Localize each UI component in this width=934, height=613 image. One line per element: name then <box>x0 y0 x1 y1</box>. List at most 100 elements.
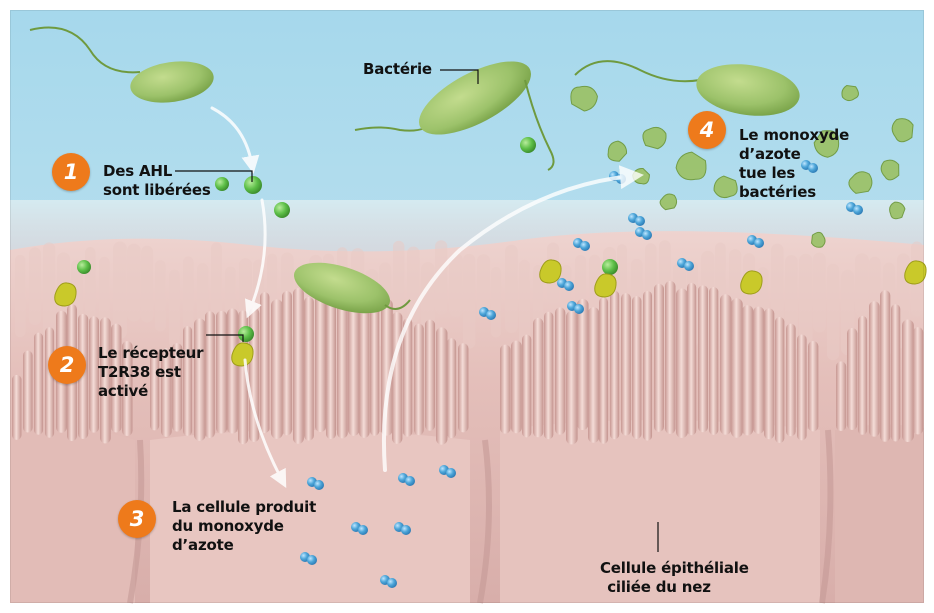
step-2-line-3: activé <box>98 382 203 401</box>
step-1-line-1: Des AHL <box>103 162 211 181</box>
cilium <box>720 294 731 434</box>
cilium <box>522 335 531 438</box>
cilium <box>643 291 652 441</box>
cilium <box>847 328 857 430</box>
cilium <box>731 298 743 438</box>
cilium <box>588 307 599 442</box>
cilium <box>23 351 33 433</box>
cilium <box>599 297 608 443</box>
cilium <box>902 319 914 441</box>
cilium <box>836 361 846 431</box>
cilium <box>891 304 900 441</box>
cilium <box>304 297 314 441</box>
ahl-molecule <box>215 177 229 191</box>
no-molecule <box>405 476 415 486</box>
cilium <box>34 333 43 435</box>
cilium <box>260 292 269 433</box>
cell-label: Cellule épithéliale ciliée du nez <box>600 559 718 597</box>
step-3-line-3: d’azote <box>172 536 316 555</box>
cilium <box>436 327 447 444</box>
no-molecule <box>635 216 645 226</box>
ahl-molecule <box>602 259 618 275</box>
cilium <box>271 299 283 438</box>
step-1-badge: 1 <box>52 153 90 191</box>
step-2-line-1: Le récepteur <box>98 344 203 363</box>
ahl-molecule <box>244 176 262 194</box>
cilium <box>458 343 468 432</box>
no-molecule <box>486 310 496 320</box>
cilium <box>45 327 54 437</box>
cilium <box>913 327 923 434</box>
cilium <box>786 324 796 437</box>
cilium <box>621 293 631 435</box>
no-molecule <box>401 525 411 535</box>
cell-label-line-2: ciliée du nez <box>600 578 718 597</box>
no-molecule <box>307 555 317 565</box>
step-3-badge: 3 <box>118 500 156 538</box>
step-1-line-2: sont libérées <box>103 181 211 200</box>
cilium <box>775 317 784 443</box>
ahl-molecule <box>274 202 290 218</box>
no-molecule <box>684 261 694 271</box>
step-4-line-3: tue les <box>739 164 849 183</box>
cilium <box>216 311 227 434</box>
cilium <box>293 288 304 444</box>
cilium <box>555 307 565 434</box>
bacterium-label: Bactérie <box>363 60 432 79</box>
cilium <box>500 345 511 434</box>
cilium <box>227 309 238 434</box>
cilium <box>511 341 522 434</box>
cilium <box>403 318 412 436</box>
cilium <box>533 318 543 437</box>
step-4-label: Le monoxyde d’azote tue les bactéries <box>739 126 849 202</box>
ahl-molecule <box>77 260 91 274</box>
no-molecule <box>574 304 584 314</box>
cilium <box>880 290 890 442</box>
step-4-line-2: d’azote <box>739 145 849 164</box>
cilium <box>753 307 764 434</box>
cilium <box>577 299 589 430</box>
ahl-molecule <box>238 326 254 342</box>
cilium <box>858 316 867 435</box>
no-molecule <box>754 238 764 248</box>
cilium <box>676 289 688 438</box>
cilium <box>764 308 774 439</box>
cilium <box>315 294 326 432</box>
cilium <box>12 375 21 440</box>
step-4-badge: 4 <box>688 111 726 149</box>
cilium <box>326 300 336 439</box>
ahl-molecule <box>520 137 536 153</box>
cilium <box>425 320 435 431</box>
step-3-line-2: du monoxyde <box>172 517 316 536</box>
step-1-label: Des AHL sont libérées <box>103 162 211 200</box>
cilium <box>665 281 675 434</box>
cilium <box>610 291 619 440</box>
cilium <box>205 311 215 438</box>
cilium <box>698 285 708 432</box>
cilium <box>566 311 578 444</box>
cilium <box>337 292 348 439</box>
cilium <box>282 291 292 435</box>
cilium <box>359 302 370 438</box>
no-molecule <box>358 525 368 535</box>
cilium <box>632 296 641 439</box>
cilium <box>414 324 424 435</box>
step-4-line-1: Le monoxyde <box>739 126 849 145</box>
cilium <box>370 303 379 436</box>
cell-label-line-1: Cellule épithéliale <box>600 559 718 578</box>
cilium <box>654 284 664 432</box>
cilium <box>709 287 718 435</box>
bacterium-label-text: Bactérie <box>363 60 432 79</box>
step-3-label: La cellule produit du monoxyde d’azote <box>172 498 316 555</box>
step-3-line-1: La cellule produit <box>172 498 316 517</box>
step-2-label: Le récepteur T2R38 est activé <box>98 344 203 401</box>
no-molecule <box>642 230 652 240</box>
no-molecule <box>580 241 590 251</box>
cilium <box>392 312 402 444</box>
cilium <box>447 338 456 438</box>
cilium <box>808 341 818 432</box>
cilium <box>544 312 553 440</box>
no-molecule <box>387 578 397 588</box>
cilium <box>687 283 696 435</box>
